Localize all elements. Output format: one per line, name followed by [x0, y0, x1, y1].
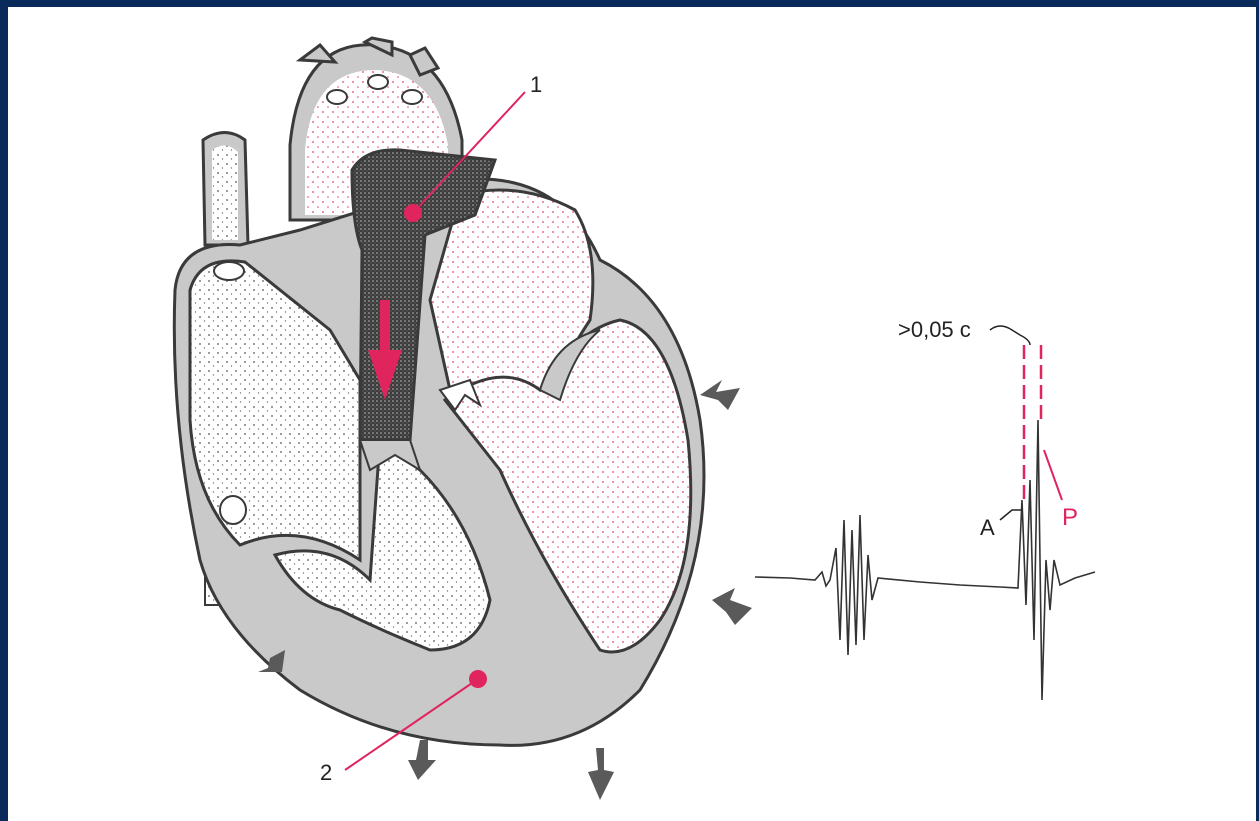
marker-1: [404, 204, 422, 222]
vessel-opening: [220, 496, 246, 524]
vessel-opening: [327, 90, 347, 104]
label-p: P: [1062, 504, 1078, 531]
vessel-opening: [368, 75, 388, 89]
phonocardiogram: [755, 420, 1095, 700]
vessel-opening: [214, 262, 244, 280]
label-a: A: [980, 515, 995, 540]
a-leader: [1000, 510, 1022, 520]
label-1: 1: [530, 72, 542, 97]
marker-2: [469, 670, 487, 688]
interval-label: >0,05 c: [898, 317, 971, 342]
interval-bracket: [990, 326, 1030, 345]
p-leader: [1044, 450, 1062, 500]
label-2: 2: [320, 760, 332, 785]
vena-cava-lumen: [212, 145, 238, 240]
vessel-opening: [402, 90, 422, 104]
